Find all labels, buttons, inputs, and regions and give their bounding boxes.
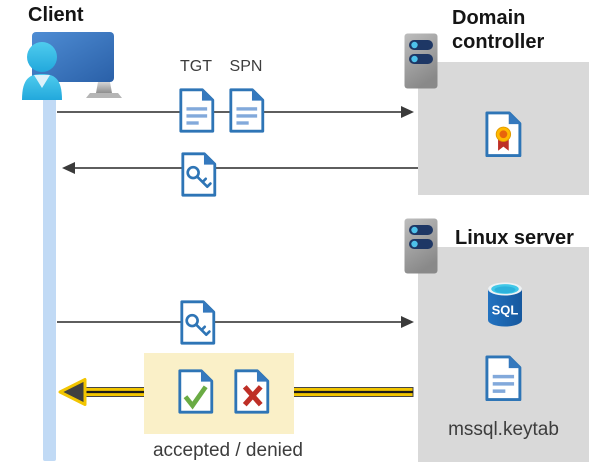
denied-document-icon (236, 371, 268, 412)
key-document-icon-linux (180, 300, 216, 345)
accept-deny-highlight-box (144, 353, 294, 434)
keytab-document-icon (485, 355, 522, 402)
sql-label: SQL (492, 303, 519, 318)
tgt-label: TGT (180, 58, 212, 75)
domain-controller-title: Domain controller (452, 7, 545, 53)
spn-ticket-document-icon (229, 88, 265, 133)
sql-database-icon: SQL (488, 282, 522, 327)
key-document-icon-dc (181, 152, 217, 197)
arrow-client-to-linux (57, 316, 414, 328)
linux-server-icon (404, 218, 438, 274)
keytab-label: mssql.keytab (448, 419, 559, 440)
domain-controller-server-icon (404, 33, 438, 89)
tgt-ticket-document-icon (179, 88, 215, 133)
certificate-document-icon (485, 111, 522, 158)
client-title: Client (28, 4, 84, 26)
linux-server-title: Linux server (455, 227, 574, 249)
spn-label: SPN (229, 58, 263, 75)
arrow-dc-to-client (62, 162, 418, 174)
accepted-document-icon (180, 371, 212, 412)
client-lifeline (43, 72, 56, 461)
accepted-denied-label: accepted / denied (152, 440, 303, 461)
client-workstation-icon (22, 32, 122, 100)
